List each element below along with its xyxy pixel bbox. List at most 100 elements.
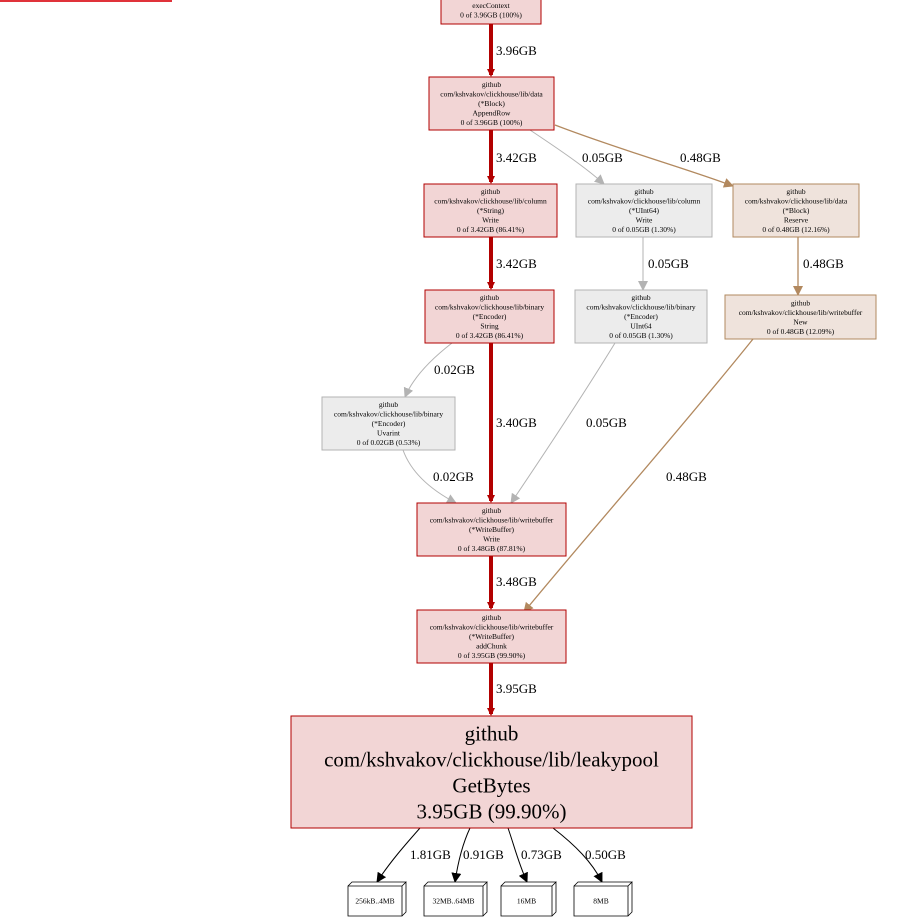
node-label-line: 3.95GB (99.90%): [417, 799, 567, 823]
edge-col_string-to-enc_string: 3.42GB: [487, 236, 537, 290]
edge-label: 3.96GB: [496, 43, 537, 58]
node-label-line: 32MB..64MB: [432, 897, 474, 906]
node-tag-32mb[interactable]: 32MB..64MB: [423, 881, 488, 917]
edge-wb_addchunk-to-leakypool: 3.95GB: [487, 662, 537, 716]
node-box: [574, 289, 708, 344]
node-enc-uvarint[interactable]: githubcom/kshvakov/clickhouse/lib/binary…: [321, 396, 456, 451]
node-label-line: 0 of 0.02GB (0.53%): [357, 438, 421, 447]
edge-label: 3.40GB: [496, 415, 537, 430]
node-label-line: Uvarint: [377, 429, 401, 438]
edge-exec-to-append_row: 3.96GB: [487, 23, 537, 77]
edge-enc_string-to-wb_write: 3.40GB: [487, 342, 537, 503]
edge-line: [402, 449, 457, 504]
node-box: [416, 609, 567, 664]
node-tag-8mb[interactable]: 8MB: [573, 881, 633, 917]
node-label-line: com/kshvakov/clickhouse/lib/data: [440, 90, 543, 99]
edge-enc_uint64-to-wb_write: 0.05GB: [510, 342, 627, 504]
node-label-line: com/kshvakov/clickhouse/lib/column: [434, 197, 547, 206]
node-wb-addchunk[interactable]: githubcom/kshvakov/clickhouse/lib/writeb…: [416, 609, 567, 664]
edge-wb_new-to-wb_addchunk: 0.48GB: [523, 338, 754, 613]
edge-label: 3.42GB: [496, 150, 537, 165]
node-col-uint64[interactable]: githubcom/kshvakov/clickhouse/lib/column…: [575, 183, 713, 238]
node-label-line: github: [791, 298, 810, 307]
edge-label: 0.05GB: [582, 150, 623, 165]
node-label-line: github: [631, 293, 650, 302]
edge-block_reserve-to-wb_new: 0.48GB: [793, 236, 844, 296]
node-label-line: (*Encoder): [473, 312, 507, 321]
node-leakypool[interactable]: githubcom/kshvakov/clickhouse/lib/leakyp…: [290, 715, 693, 829]
edge-leakypool-to-tag_16mb: 0.73GB: [507, 827, 562, 883]
node-tag-16mb[interactable]: 16MB: [500, 881, 557, 917]
node-label-line: 0 of 3.42GB (86.41%): [457, 225, 525, 234]
node-box: [575, 183, 713, 238]
edge-line: [376, 827, 421, 883]
edge-append_row-to-col_uint64: 0.05GB: [529, 129, 623, 185]
node-label-line: github: [480, 293, 499, 302]
tag-box: [347, 881, 407, 917]
node-label-line: addChunk: [476, 642, 507, 651]
edge-label: 0.02GB: [433, 469, 474, 484]
node-label-line: execContext: [472, 1, 510, 10]
node-box: [732, 183, 860, 238]
node-label-line: com/kshvakov/clickhouse/lib/column: [588, 197, 701, 206]
edge-line: [507, 827, 528, 883]
edge-leakypool-to-tag_32mb: 0.91GB: [451, 827, 504, 883]
node-col-string[interactable]: githubcom/kshvakov/clickhouse/lib/column…: [423, 183, 558, 238]
node-label-line: Write: [636, 216, 653, 225]
node-label-line: 16MB: [517, 897, 536, 906]
node-label-line: 256kB..4MB: [355, 897, 394, 906]
node-label-line: (*UInt64): [629, 206, 659, 215]
edge-enc_uvarint-to-wb_write: 0.02GB: [402, 449, 474, 504]
edge-label: 0.73GB: [521, 847, 562, 862]
node-label-line: github: [634, 187, 653, 196]
node-enc-uint64[interactable]: githubcom/kshvakov/clickhouse/lib/binary…: [574, 289, 708, 344]
node-label-line: (*WriteBuffer): [469, 632, 514, 641]
node-tag-256kb[interactable]: 256kB..4MB: [347, 881, 407, 917]
node-label-line: github: [482, 613, 501, 622]
node-wb-new[interactable]: githubcom/kshvakov/clickhouse/lib/writeb…: [724, 294, 877, 340]
node-label-line: github: [379, 400, 398, 409]
node-box: [440, 0, 542, 25]
node-label-line: String: [480, 322, 499, 331]
node-label-line: (*Block): [478, 99, 505, 108]
node-label-line: com/kshvakov/clickhouse/lib/writebuffer: [739, 308, 863, 317]
edge-label: 0.05GB: [648, 256, 689, 271]
edge-line: [523, 338, 754, 613]
edge-leakypool-to-tag_8mb: 0.50GB: [552, 827, 626, 883]
edge-line: [554, 124, 734, 188]
node-label-line: github: [786, 187, 805, 196]
node-label-line: com/kshvakov/clickhouse/lib/leakypool: [324, 747, 659, 771]
node-label-line: github: [465, 721, 519, 745]
edge-line: [403, 342, 453, 398]
edge-leakypool-to-tag_256kb: 1.81GB: [376, 827, 451, 883]
node-enc-string[interactable]: githubcom/kshvakov/clickhouse/lib/binary…: [424, 289, 555, 344]
edge-append_row-to-block_reserve: 0.48GB: [554, 124, 734, 188]
edge-enc_string-to-enc_uvarint: 0.02GB: [403, 342, 475, 398]
node-label-line: Write: [482, 216, 499, 225]
node-label-line: 0 of 3.48GB (87.81%): [458, 544, 526, 553]
top-accent-bar: [0, 0, 172, 2]
edge-label: 0.50GB: [585, 847, 626, 862]
node-block-reserve[interactable]: githubcom/kshvakov/clickhouse/lib/data(*…: [732, 183, 860, 238]
edge-label: 0.02GB: [434, 362, 475, 377]
node-label-line: com/kshvakov/clickhouse/lib/writebuffer: [430, 623, 554, 632]
node-label-line: com/kshvakov/clickhouse/lib/writebuffer: [430, 516, 554, 525]
node-label-line: 0 of 0.48GB (12.09%): [767, 327, 835, 336]
node-box: [321, 396, 456, 451]
edge-line: [510, 342, 616, 504]
node-label-line: github: [482, 506, 501, 515]
node-append-row[interactable]: githubcom/kshvakov/clickhouse/lib/data(*…: [428, 76, 555, 131]
node-label-line: 0 of 3.96GB (100%): [460, 10, 522, 19]
node-box: [423, 183, 558, 238]
node-label-line: com/kshvakov/clickhouse/lib/binary: [435, 303, 544, 312]
edge-wb_write-to-wb_addchunk: 3.48GB: [487, 555, 537, 610]
node-label-line: (*Encoder): [372, 419, 406, 428]
edge-line: [529, 129, 605, 185]
edge-append_row-to-col_string: 3.42GB: [487, 129, 537, 184]
node-label-line: 0 of 0.48GB (12.16%): [762, 225, 830, 234]
node-label-line: Reserve: [784, 216, 809, 225]
node-wb-write[interactable]: githubcom/kshvakov/clickhouse/lib/writeb…: [416, 502, 567, 557]
edge-line: [552, 827, 603, 883]
